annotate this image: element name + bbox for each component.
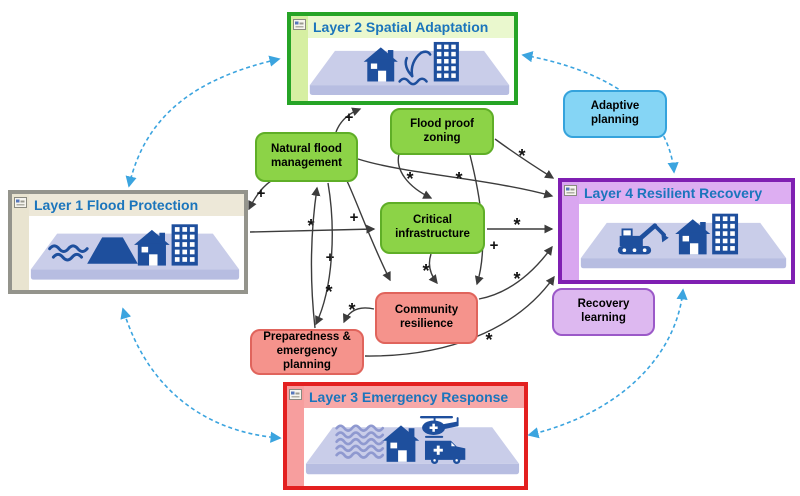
embedded-object-icon <box>14 197 27 208</box>
layer4-content <box>579 204 788 277</box>
ambulance-icon <box>424 440 466 465</box>
edge-sign-label: * <box>513 269 520 289</box>
edge-community-resilience-to-layer4 <box>478 245 553 300</box>
layer3-emergency-response-box: Layer 3 Emergency Response <box>283 382 528 490</box>
layer4-resilient-recovery-box: Layer 4 Resilient Recovery <box>558 178 795 284</box>
house-icon <box>134 229 170 266</box>
layer3-content <box>304 408 521 483</box>
layer2-side-band <box>291 16 308 101</box>
node-label: Natural flood management <box>271 143 342 169</box>
house-icon <box>675 219 711 255</box>
layer1-titlebar: Layer 1 Flood Protection <box>29 194 244 216</box>
layer1-side-band <box>12 194 29 290</box>
platform-top <box>309 50 510 86</box>
layer2-scene <box>309 41 510 95</box>
edge-sign-label: * <box>422 261 429 281</box>
building-icon <box>712 213 739 255</box>
layer4-side-band <box>562 182 579 280</box>
node-label: Flood proof zoning <box>410 117 474 144</box>
node-label: Community resilience <box>394 304 459 330</box>
layer2-content <box>308 38 511 98</box>
layer3-side-band <box>287 386 304 486</box>
node-label: Adaptive planning <box>590 100 640 126</box>
layer2-titlebar: Layer 2 Spatial Adaptation <box>308 16 514 38</box>
building-icon <box>171 224 198 266</box>
node-label: Preparedness & emergency planning <box>263 331 351 371</box>
layer4-titlebar: Layer 4 Resilient Recovery <box>579 182 791 204</box>
house-icon <box>363 47 398 82</box>
edge-sign-label: + <box>326 249 335 266</box>
platform-front <box>309 85 510 95</box>
layer3-titlebar: Layer 3 Emergency Response <box>304 386 524 408</box>
edge-sign-label: * <box>518 146 525 166</box>
platform-front <box>580 258 787 269</box>
node-label: Recovery learning <box>577 298 630 324</box>
edge-natural-flood-management-to-preparedness-emergency-planning <box>315 182 333 326</box>
cycle-arrow-layer1-layer2 <box>125 55 281 188</box>
edge-sign-label: * <box>485 330 492 350</box>
edge-natural-flood-management-to-community-resilience <box>346 180 391 282</box>
layer1-title: Layer 1 Flood Protection <box>34 197 199 213</box>
node-recovery-learning: Recovery learning <box>552 288 655 336</box>
layer2-title: Layer 2 Spatial Adaptation <box>313 19 489 35</box>
layer4-title: Layer 4 Resilient Recovery <box>584 185 763 201</box>
edge-sign-label: * <box>455 169 462 189</box>
embedded-object-icon <box>564 185 577 196</box>
platform-front <box>305 463 520 475</box>
edge-natural-flood-management-to-layer4 <box>357 158 554 199</box>
house-icon <box>382 425 420 462</box>
node-natural-flood-management: Natural flood management <box>255 132 358 182</box>
node-adaptive-planning: Adaptive planning <box>563 90 667 138</box>
edge-community-resilience-to-preparedness-emergency-planning <box>342 307 375 324</box>
edge-sign-label: + <box>490 237 499 254</box>
edge-sign-label: + <box>350 209 359 226</box>
embedded-object-icon <box>289 389 302 400</box>
flood-waves-icon <box>335 424 385 459</box>
node-community-resilience: Community resilience <box>375 292 478 344</box>
node-flood-proof-zoning: Flood proof zoning <box>390 108 494 155</box>
embedded-object-icon <box>293 19 306 30</box>
edge-sign-label: * <box>513 215 520 235</box>
edge-sign-label: * <box>348 300 355 320</box>
building-icon <box>433 41 459 82</box>
cycle-arrow-layer4-layer3 <box>527 288 688 439</box>
edge-flood-proof-zoning-to-critical-infrastructure <box>397 153 433 199</box>
helicopter-icon <box>419 416 459 438</box>
cycle-arrow-layer3-layer1 <box>120 307 282 443</box>
dike-icon <box>87 237 138 264</box>
edge-sign-label: + <box>257 185 266 202</box>
edge-critical-infrastructure-to-community-resilience <box>428 253 438 285</box>
edge-sign-label: * <box>406 169 413 189</box>
node-critical-infrastructure: Critical infrastructure <box>380 202 485 254</box>
layer1-scene <box>30 224 240 280</box>
layer4-scene <box>580 213 787 269</box>
excavator-icon <box>617 223 669 255</box>
edge-sign-label: * <box>307 216 314 236</box>
reed-plant-icon <box>398 50 432 86</box>
layer3-scene <box>305 416 520 475</box>
node-label: Critical infrastructure <box>395 214 470 240</box>
layer1-content <box>29 216 241 287</box>
node-preparedness-emergency-planning: Preparedness & emergency planning <box>250 329 364 375</box>
layer1-flood-protection-box: Layer 1 Flood Protection <box>8 190 248 294</box>
edge-sign-label: + <box>345 109 354 126</box>
platform-front <box>30 269 240 280</box>
layer3-title: Layer 3 Emergency Response <box>309 389 509 405</box>
layer2-spatial-adaptation-box: Layer 2 Spatial Adaptation <box>287 12 518 105</box>
edge-natural-flood-management-to-layer2 <box>335 107 362 133</box>
edge-preparedness-emergency-planning-to-natural-flood-management <box>310 186 321 329</box>
edge-sign-label: * <box>325 282 332 302</box>
waves-icon <box>48 244 89 262</box>
